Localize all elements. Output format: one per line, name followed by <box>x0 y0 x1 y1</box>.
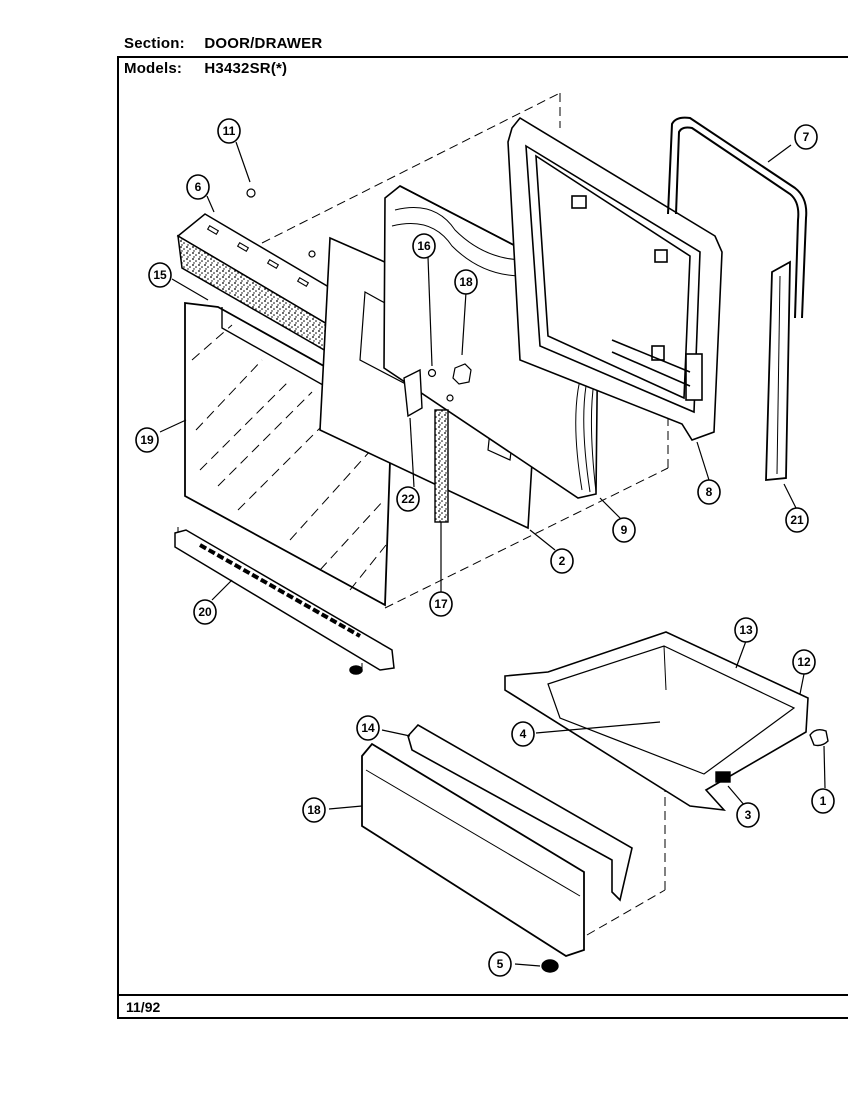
section-header: Section: DOOR/DRAWER <box>124 35 322 52</box>
callout-leaders <box>159 141 826 967</box>
models-label: Models: <box>124 60 183 77</box>
door-bracket <box>403 368 423 418</box>
date-code: 11/92 <box>126 999 161 1015</box>
callout-18-top: 18 <box>459 275 473 289</box>
door-frame <box>507 116 723 441</box>
diagram-frame <box>117 56 848 1019</box>
section-label: Section: <box>124 35 185 52</box>
callout-3: 3 <box>745 808 752 822</box>
callout-8: 8 <box>706 485 713 499</box>
callout-9: 9 <box>621 523 628 537</box>
door-bottom-trim <box>174 529 395 675</box>
models-header: Models: H3432SR(*) <box>124 60 287 77</box>
callout-4: 4 <box>520 727 527 741</box>
door-side-trim <box>765 260 791 481</box>
callout-1: 1 <box>820 794 827 808</box>
callout-19: 19 <box>140 433 154 447</box>
callout-7: 7 <box>803 130 810 144</box>
callout-15: 15 <box>153 268 167 282</box>
callout-11: 11 <box>223 124 236 138</box>
callout-6: 6 <box>195 180 202 194</box>
callout-2: 2 <box>559 554 566 568</box>
footer-divider <box>117 994 848 996</box>
callout-17: 17 <box>434 597 448 611</box>
callout-21: 21 <box>790 513 804 527</box>
spacer-strip <box>434 409 449 523</box>
section-value: DOOR/DRAWER <box>204 35 323 52</box>
drawer-liner <box>504 631 809 812</box>
callout-12: 12 <box>797 655 811 669</box>
drawer-hardware <box>541 728 829 973</box>
callout-bubbles <box>135 118 835 977</box>
callout-20: 20 <box>198 605 212 619</box>
models-value: H3432SR(*) <box>204 60 288 77</box>
callout-13: 13 <box>739 623 753 637</box>
callout-18-bottom: 18 <box>307 803 321 817</box>
callout-14: 14 <box>361 721 375 735</box>
callout-16: 16 <box>417 239 431 253</box>
callout-5: 5 <box>497 957 504 971</box>
door-gasket <box>667 116 808 319</box>
drawer-front-panel <box>361 742 585 957</box>
callout-22: 22 <box>401 492 415 506</box>
drawer-front-strip <box>407 723 633 902</box>
